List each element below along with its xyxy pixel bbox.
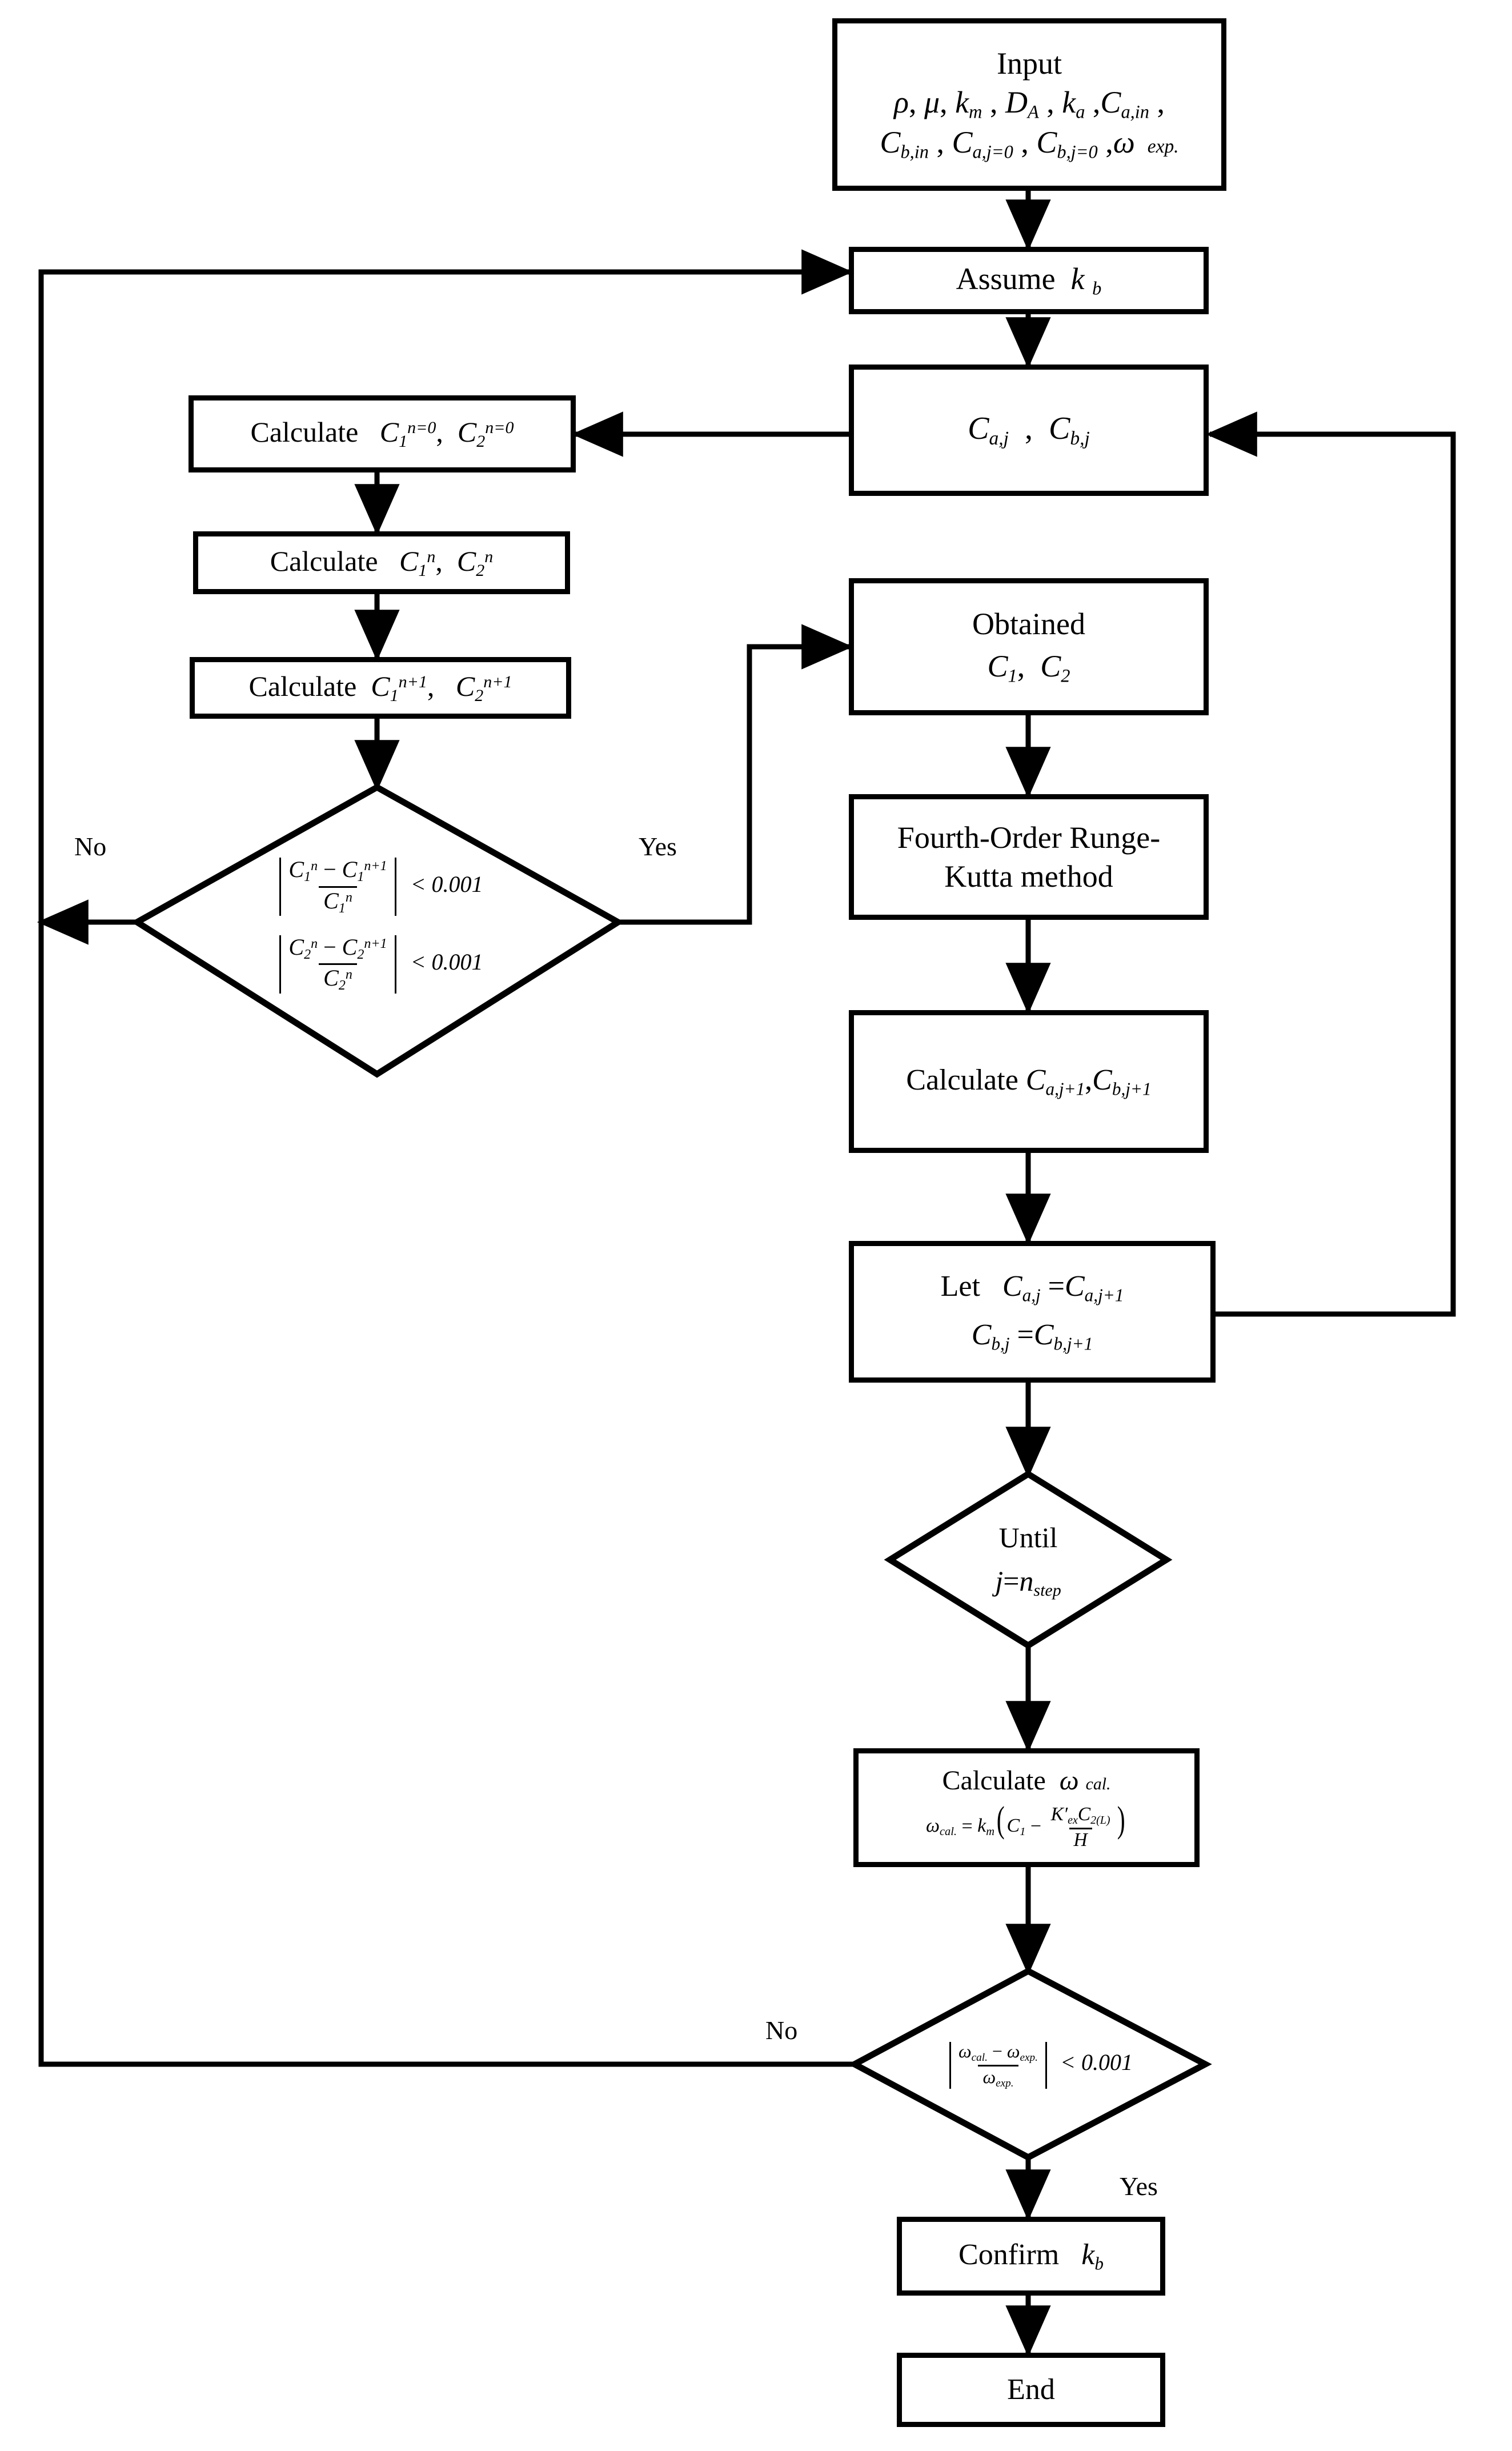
node-input[interactable]: Input ρ, μ, km , DA , ka ,Ca,in , Cb,in … [832, 18, 1226, 191]
node-calculate-n0[interactable]: Calculate C1n=0, C2n=0 [189, 395, 576, 472]
converge-condition-1: C1n − C1n+1 C1n < 0.001 [276, 858, 483, 916]
rk-line1: Fourth-Order Runge- [897, 820, 1161, 855]
node-omega-condition[interactable]: ωcal. − ωexp. ωexp. < 0.001 [891, 2011, 1188, 2120]
let-line1: Let Ca,j =Ca,j+1 [940, 1269, 1124, 1305]
edge-label-no-converge: No [74, 832, 107, 861]
calcomega-formula: ωcal. = km(C1 − K′exC2(L) H ) [925, 1799, 1125, 1851]
edge-label-yes-omega: Yes [1120, 2172, 1158, 2201]
confirm-label: Confirm [958, 2238, 1060, 2272]
until-diamond-shape [884, 1470, 1173, 1649]
node-calculate-omega[interactable]: Calculate ω cal. ωcal. = km(C1 − K′exC2(… [853, 1748, 1200, 1867]
node-caj-cbj[interactable]: Ca,j , Cb,j [849, 365, 1209, 496]
converge-diamond-shape [131, 783, 624, 1078]
converge-condition-2: C2n − C2n+1 C2n < 0.001 [276, 935, 483, 994]
calcomega-label: Calculate [942, 1765, 1046, 1796]
node-let-assignment[interactable]: Let Ca,j =Ca,j+1 Cb,j =Cb,j+1 [849, 1241, 1216, 1383]
input-params-line2: Cb,in , Ca,j=0 , Cb,j=0 ,ω exp. [880, 125, 1179, 163]
node-calculate-caj1[interactable]: Calculate Ca,j+1,Cb,j+1 [849, 1010, 1209, 1153]
until-label: Until [998, 1521, 1058, 1553]
end-label: End [1007, 2373, 1055, 2406]
edge-let-feedback-to-cajcbj [1205, 411, 1456, 1317]
edge-diamond-yes-to-obtained [618, 624, 853, 925]
node-until-condition[interactable]: Until j=nstep [937, 1498, 1120, 1624]
obtained-vars: C1, C2 [987, 649, 1070, 687]
let-line2: Cb,j =Cb,j+1 [971, 1319, 1093, 1354]
calcn0-label: Calculate [250, 416, 359, 448]
input-params-line1: ρ, μ, km , DA , ka ,Ca,in , [894, 85, 1165, 123]
assume-label: Assume [956, 262, 1056, 296]
omega-condition-expr: ωcal. − ωexp. ωexp. < 0.001 [946, 2041, 1133, 2089]
edge-omegadiamond-no-to-bus [38, 922, 855, 2067]
calccaj1-label: Calculate [906, 1064, 1018, 1097]
node-runge-kutta[interactable]: Fourth-Order Runge- Kutta method [849, 794, 1209, 920]
let-label: Let [940, 1269, 980, 1303]
omega-diamond-shape [848, 1967, 1212, 2161]
calcn1-label: Calculate [248, 670, 357, 702]
node-calculate-n[interactable]: Calculate C1n, C2n [193, 531, 570, 594]
input-title: Input [996, 46, 1062, 81]
obtained-label: Obtained [972, 606, 1085, 641]
node-obtained[interactable]: Obtained C1, C2 [849, 578, 1209, 715]
node-end[interactable]: End [897, 2353, 1165, 2427]
node-calculate-n1[interactable]: Calculate C1n+1, C2n+1 [190, 657, 571, 719]
node-converge-condition[interactable]: C1n − C1n+1 C1n < 0.001 C2n − C2n+1 C2n … [203, 823, 557, 1028]
calcomega-title: Calculate ω cal. [942, 1765, 1111, 1796]
rk-line2: Kutta method [944, 859, 1113, 894]
node-confirm-kb[interactable]: Confirm kb [897, 2217, 1165, 2296]
edge-label-yes-converge: Yes [639, 832, 677, 861]
node-assume-kb[interactable]: Assume k b [849, 247, 1209, 314]
edge-label-no-omega: No [765, 2016, 798, 2045]
calcn-label: Calculate [270, 544, 378, 577]
until-expr: j=nstep [995, 1564, 1061, 1600]
edge-bus-left-top [38, 249, 853, 922]
